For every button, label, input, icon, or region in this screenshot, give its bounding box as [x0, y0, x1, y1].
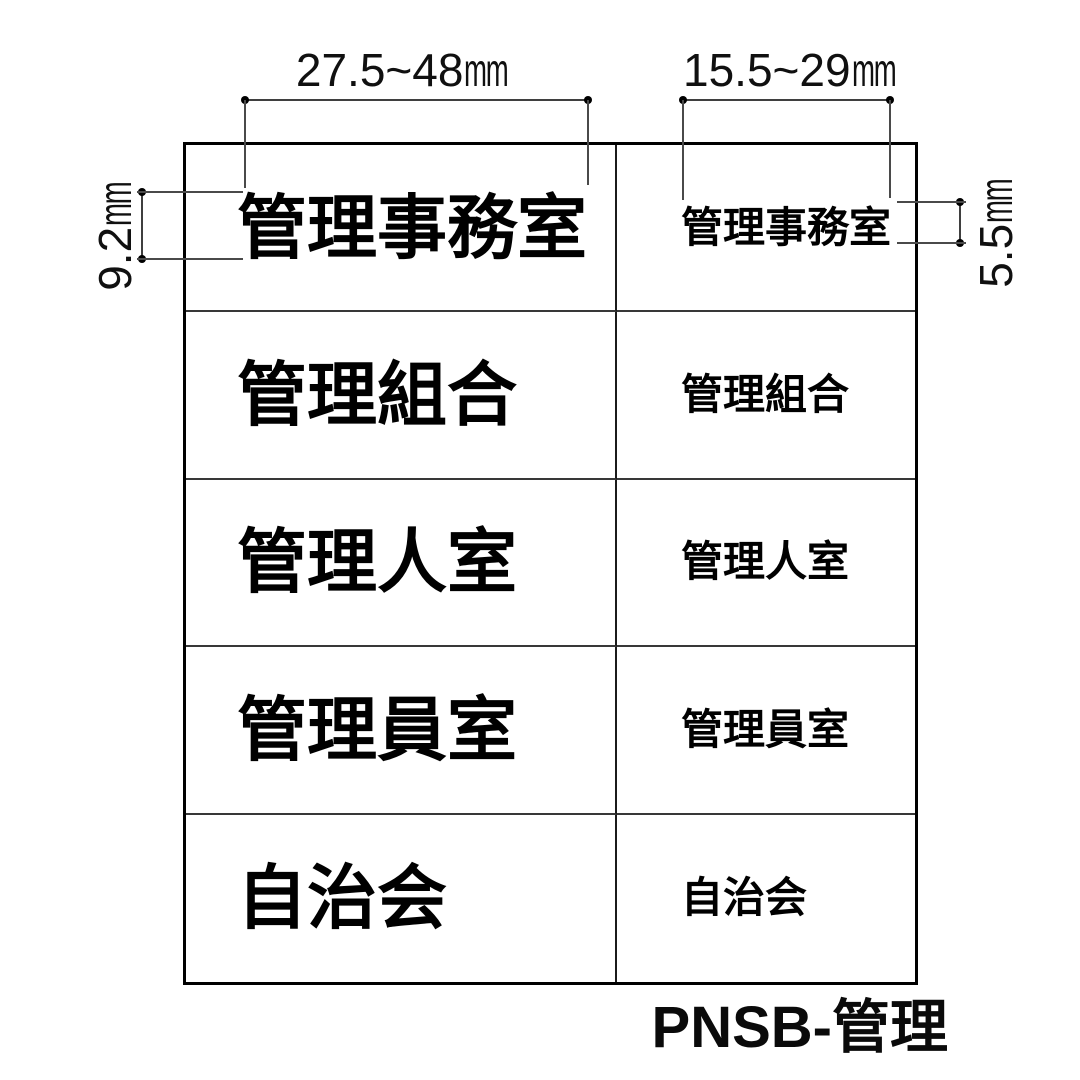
dimension-unit: mm — [89, 182, 141, 226]
sign-text-small: 管理員室 — [617, 647, 915, 815]
dimension-line — [959, 202, 961, 243]
dimension-label-small-text-height: 5.5mm — [970, 149, 1022, 289]
dimension-line — [141, 192, 143, 259]
sign-text-small: 自治会 — [681, 874, 808, 922]
extension-line — [137, 191, 243, 193]
dimension-value: 27.5~48 — [295, 44, 464, 96]
sign-text-large: 管理人室 — [186, 479, 617, 648]
extension-line — [682, 100, 684, 200]
dimension-label-large-text-height: 9.2mm — [89, 152, 141, 292]
sign-text-small: 管理組合 — [617, 312, 915, 480]
extension-line — [137, 258, 243, 260]
dimension-unit: mm — [464, 44, 509, 96]
extension-line — [244, 100, 246, 188]
extension-line — [587, 100, 589, 185]
sign-text-small: 管理事務室 — [617, 145, 915, 313]
dimension-label-small-text-width: 15.5~29mm — [683, 44, 896, 96]
dimension-line — [683, 99, 890, 101]
dimension-unit: mm — [851, 44, 897, 96]
sign-text-small: 管理人室 — [617, 480, 915, 648]
sign-text-large: 自治会 — [186, 814, 617, 982]
dimension-value: 15.5~29 — [683, 44, 851, 96]
extension-line — [889, 100, 891, 198]
dimension-value: 5.5 — [970, 223, 1022, 288]
dimension-line — [245, 99, 588, 101]
dimension-value: 9.2 — [89, 226, 141, 291]
sign-text-large: 管理事務室 — [186, 145, 617, 313]
extension-line — [897, 201, 966, 203]
dimension-unit: mm — [970, 179, 1022, 223]
sign-text-large: 管理員室 — [186, 647, 617, 815]
sign-text-large: 管理組合 — [186, 312, 617, 480]
sample-text-table: 管理事務室 管理事務室 管理組合 管理組合 管理人室 管理人室 管理員室 管理員… — [183, 142, 918, 985]
product-code: PNSB-管理 — [651, 995, 948, 1060]
dimension-label-large-text-width: 27.5~48mm — [245, 47, 588, 93]
extension-line — [897, 242, 966, 244]
